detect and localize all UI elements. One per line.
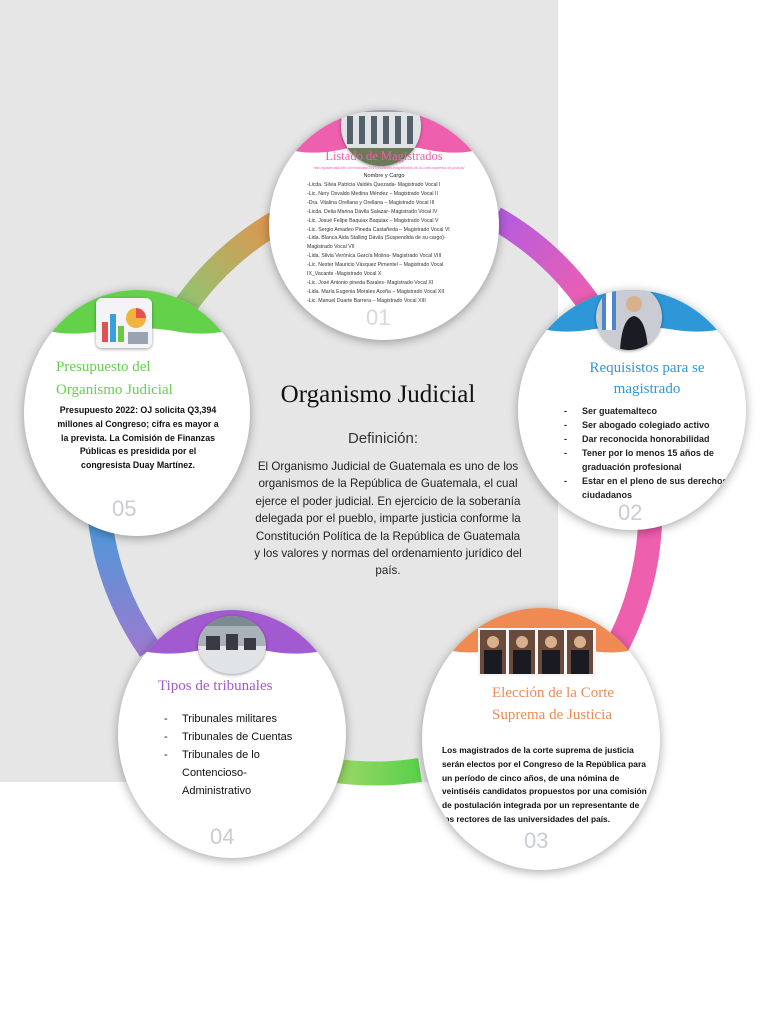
magistrate-item: -Lic. Nester Mauricio Vásquez Pimentel –… xyxy=(307,262,444,278)
step-03-card: Elección de la Corte Suprema de Justicia… xyxy=(422,608,660,870)
step-03-number: 03 xyxy=(524,828,549,853)
step-02-card: Requisistos para se magistrado Ser guate… xyxy=(518,290,746,530)
step-02-title: Requisistos para se magistrado xyxy=(589,360,705,397)
step-05-title: Presupuesto del Organismo Judicial xyxy=(56,359,173,398)
requirement-item: Tener por lo menos 15 años de graduación… xyxy=(564,446,734,474)
courtroom-photo xyxy=(198,616,266,674)
definition-heading: Definición: xyxy=(347,430,419,447)
tribunal-item: Tribunales de Cuentas xyxy=(164,728,304,746)
magistrates-photo-strip xyxy=(478,628,596,676)
magistrate-item: -Lic. Manuel Duarte Barrera – Magistrado… xyxy=(307,297,426,304)
magistrate-item: -Dra. Vitalina Orellana y Orellana – Mag… xyxy=(307,199,435,206)
requirement-item: Ser guatemalteco xyxy=(564,404,734,418)
magistrate-item: -Lic. Sergio Amadeo Pineda Castañeda – M… xyxy=(307,226,450,233)
magistrate-item: -Licda. Silvia Patricia Valdés Quezada- … xyxy=(307,182,441,188)
tribunal-item: Tribunales militares xyxy=(164,710,304,728)
magistrate-photo xyxy=(596,290,662,350)
requirement-item: Ser abogado colegiado activo xyxy=(564,418,734,432)
budget-chart-photo xyxy=(96,298,152,348)
tribunal-item: Tribunales de lo Contencioso-Administrat… xyxy=(164,746,304,800)
step-04-card: Tipos de tribunales Tribunales militares… xyxy=(118,610,346,858)
step-04-number: 04 xyxy=(210,824,235,849)
step-03-text: Los magistrados de la corte suprema de j… xyxy=(442,745,647,824)
step-01-number: 01 xyxy=(366,305,391,330)
requirement-item: Estar en el pleno de sus derechos ciudad… xyxy=(564,474,734,502)
step-04-title: Tipos de tribunales xyxy=(158,678,273,694)
step-05-card: Presupuesto del Organismo Judicial Presu… xyxy=(24,290,250,536)
magistrate-item: -Lida. María Eugenia Morales Aceña – Mag… xyxy=(307,288,445,295)
ring-segment-bottom xyxy=(328,758,422,786)
page-title: Organismo Judicial xyxy=(280,381,476,408)
magistrate-item: -Licda. Delia Marina Dávila Salazar- Mag… xyxy=(307,208,438,215)
magistrate-item: -Lida. Silvia Verónica García Molina- Ma… xyxy=(307,253,442,260)
magistrate-item: -Lic. José Antonio pineda Barales- Magis… xyxy=(307,279,434,286)
step-05-number: 05 xyxy=(112,496,137,521)
tribunals-list: Tribunales militaresTribunales de Cuenta… xyxy=(164,710,304,800)
magistrate-item: -Lida. Blanca Aida Stalling Dávila (Susp… xyxy=(307,235,446,251)
magistrate-item: -Lic. Josué Felipe Baquiax Baquiax – Mag… xyxy=(307,217,439,224)
step-01-card: Listado de Magistrados http://guatemala.… xyxy=(269,110,499,340)
step-01-title: Listado de Magistrados xyxy=(325,149,443,163)
requirements-list: Ser guatemaltecoSer abogado colegiado ac… xyxy=(564,404,734,502)
step-01-url[interactable]: http://guatemala.bdb.com/noticias/2017/1… xyxy=(313,166,465,170)
step-01-subheading: Nombre y Cargo xyxy=(363,173,405,179)
step-02-number: 02 xyxy=(618,500,643,525)
step-05-text: Presupuesto 2022: OJ solicita Q3,394 mil… xyxy=(57,405,219,471)
magistrate-item: -Lic. Nery Osvaldo Medina Méndez – Magis… xyxy=(307,190,438,197)
magistrates-list: -Licda. Silvia Patricia Valdés Quezada- … xyxy=(307,181,465,306)
definition-text: El Organismo Judicial de Guatemala es un… xyxy=(254,460,522,578)
step-03-title: Elección de la Corte Suprema de Justicia xyxy=(492,685,615,723)
requirement-item: Dar reconocida honorabilidad xyxy=(564,432,734,446)
